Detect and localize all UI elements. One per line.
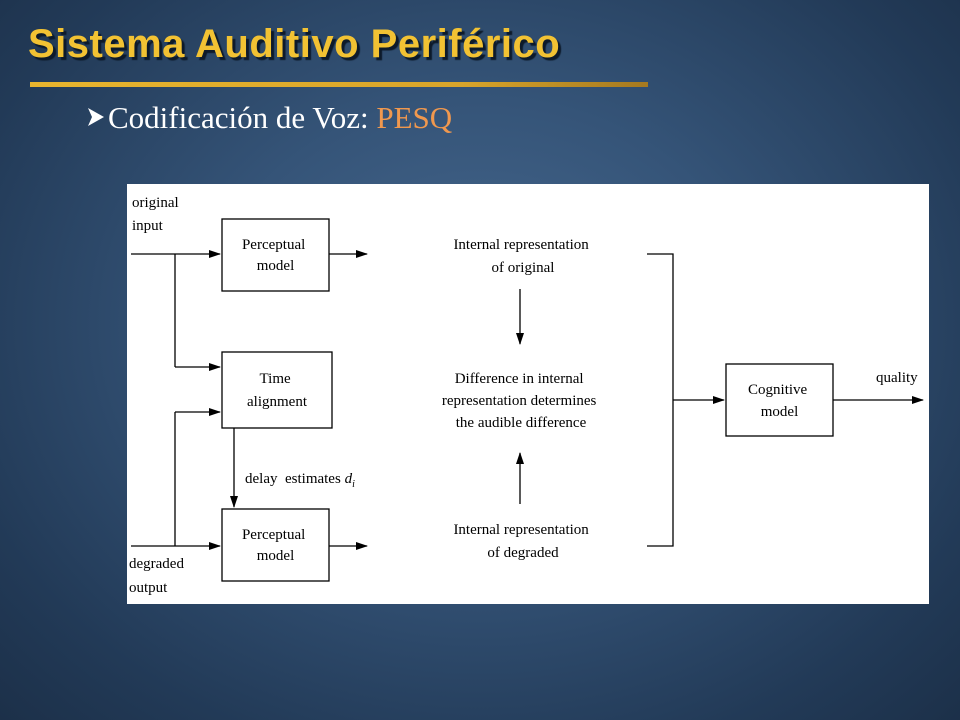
slide-title: Sistema Auditivo Periférico (28, 22, 561, 66)
delay-estimates-label: delay estimates di (245, 471, 355, 490)
perceptual-model-bottom-box (221, 508, 330, 582)
degraded-output-label: degraded output (129, 556, 188, 596)
perceptual-model-bottom-label: Perceptual model (242, 527, 309, 564)
internal-original-label: Internal representation of original (453, 237, 592, 276)
arrow-bullet-icon (86, 100, 108, 136)
cognitive-model-label: Cognitive model (748, 382, 811, 420)
title-underline (30, 82, 648, 87)
bullet-point: Codificación de Voz: PESQ (86, 100, 452, 136)
time-alignment-label: Time alignment (247, 371, 308, 410)
time-alignment-box (221, 351, 333, 429)
connector-lines (131, 250, 924, 550)
perceptual-model-top-label: Perceptual model (242, 237, 309, 274)
internal-degraded-label: Internal representation of degraded (453, 522, 592, 561)
quality-label: quality (876, 370, 918, 386)
bullet-accent-text: PESQ (376, 100, 453, 135)
bullet-text: Codificación de Voz: (108, 100, 377, 135)
original-input-label: original input (132, 195, 182, 234)
pesq-diagram: original input degraded output Perceptua… (127, 184, 929, 604)
perceptual-model-top-box (221, 218, 330, 292)
difference-label: Difference in internal representation de… (442, 371, 600, 431)
cognitive-model-box (725, 363, 834, 437)
